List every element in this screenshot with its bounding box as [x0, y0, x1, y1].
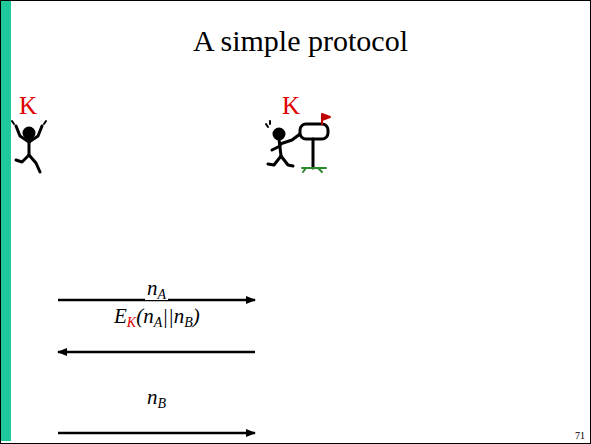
message-arrow: [58, 432, 255, 435]
message-label: nB: [145, 385, 168, 409]
accent-bar: [1, 1, 11, 441]
slide-title: A simple protocol: [193, 24, 408, 57]
message-arrow: [58, 351, 255, 354]
party-node: K: [8, 92, 58, 440]
page-number: 71: [575, 431, 585, 441]
message-label: nA: [145, 276, 168, 300]
jumping-person-figure: [12, 121, 46, 172]
shared-key-label: K: [282, 92, 300, 120]
message-label: EK(nA||nB): [112, 304, 202, 328]
shared-key-label: K: [19, 92, 37, 120]
mailbox-person-figure: [266, 114, 330, 172]
party-node: K: [255, 92, 340, 440]
